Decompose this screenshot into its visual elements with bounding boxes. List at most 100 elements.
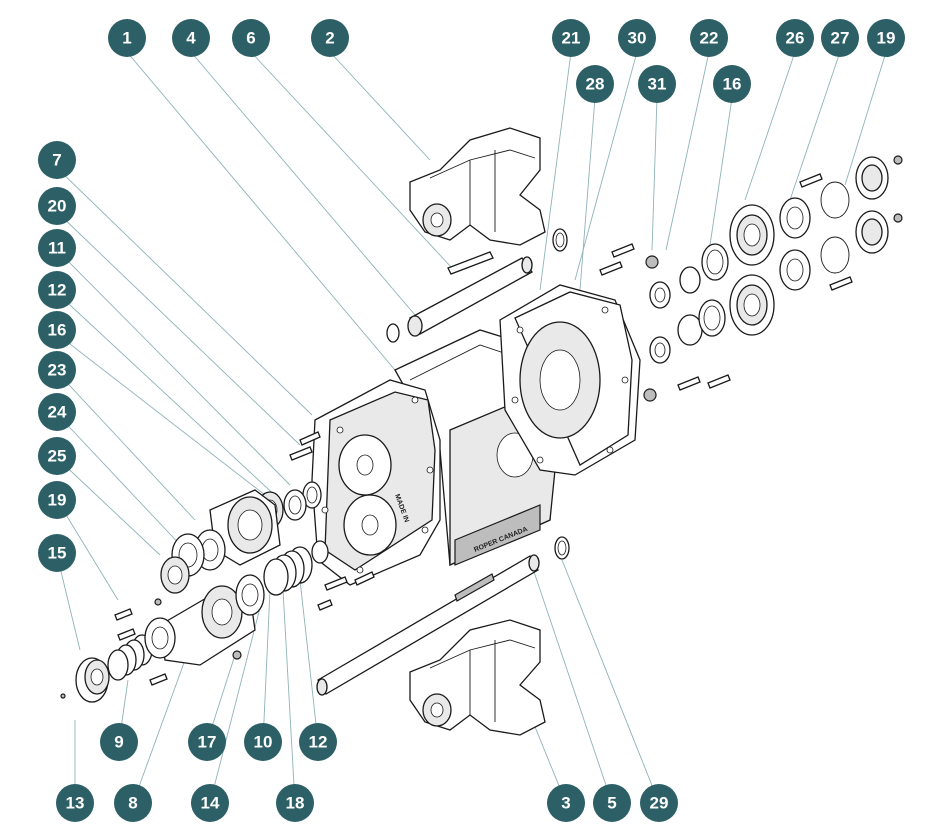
leader-21: [539, 51, 572, 291]
callout-1-label: 1: [122, 29, 131, 48]
callout-25: 25: [38, 437, 76, 475]
callout-21: 21: [552, 19, 590, 57]
callout-19-top-label: 19: [877, 29, 896, 48]
callout-12-bottom-label: 12: [309, 733, 328, 752]
callout-6-label: 6: [246, 29, 255, 48]
callout-24: 24: [38, 393, 76, 431]
lower-bolts: [114, 598, 168, 686]
callout-3: 3: [547, 784, 585, 822]
callout-10-label: 10: [254, 733, 273, 752]
callout-30-label: 30: [628, 29, 647, 48]
callout-16-top-label: 16: [723, 75, 742, 94]
callout-19-top: 19: [867, 19, 905, 57]
leader-4: [190, 51, 416, 316]
callout-7: 7: [38, 141, 76, 179]
leader-30: [574, 51, 638, 281]
leader-lines: [56, 51, 887, 804]
callout-15-label: 15: [48, 544, 67, 563]
callout-28-label: 28: [586, 75, 605, 94]
end-cap: [60, 657, 110, 703]
callout-8: 8: [114, 784, 152, 822]
callout-23: 23: [38, 351, 76, 389]
leader-26: [744, 51, 796, 201]
drive-shaft-part-5: [316, 536, 570, 696]
leader-10: [262, 589, 271, 743]
callout-10: 10: [244, 723, 282, 761]
callout-9-label: 9: [114, 733, 123, 752]
leader-19a: [844, 51, 887, 186]
callout-26: 26: [776, 19, 814, 57]
callout-21-label: 21: [562, 29, 581, 48]
callout-19-left: 19: [38, 481, 76, 519]
callout-13: 13: [56, 784, 94, 822]
callout-30: 30: [618, 19, 656, 57]
leader-31: [651, 97, 658, 251]
leader-19b: [56, 499, 119, 601]
callout-23-label: 23: [48, 361, 67, 380]
callout-31: 31: [638, 65, 676, 103]
callout-31-label: 31: [648, 75, 667, 94]
rotor-gear-part-3: [409, 619, 546, 736]
callout-29-label: 29: [650, 794, 669, 813]
right-bearing-caps: [729, 156, 889, 336]
leader-27: [789, 51, 841, 201]
leader-25: [56, 457, 161, 556]
callout-18-label: 18: [286, 794, 305, 813]
right-bolts: [599, 155, 903, 391]
callout-20-label: 20: [48, 197, 67, 216]
callout-27-label: 27: [831, 29, 850, 48]
leader-18: [282, 589, 296, 804]
callout-19-left-label: 19: [48, 491, 67, 510]
callout-11-label: 11: [48, 239, 66, 258]
callout-8-label: 8: [128, 794, 137, 813]
leader-12b: [299, 579, 319, 743]
leader-2: [329, 51, 431, 161]
callout-16-left-label: 16: [48, 321, 67, 340]
callout-bubbles: 1 4 6 2 21 30 22 26 27 19 28 31 16 7 20 …: [38, 19, 905, 822]
callout-18: 18: [276, 784, 314, 822]
callout-2-label: 2: [325, 29, 334, 48]
callout-17-label: 17: [198, 733, 217, 752]
rear-head-plates: [499, 284, 641, 476]
callout-25-label: 25: [48, 447, 67, 466]
callout-16-left: 16: [38, 311, 76, 349]
callout-22-label: 22: [700, 29, 719, 48]
idler-gear-part-2: [409, 127, 546, 246]
leader-23: [56, 371, 196, 521]
callout-15: 15: [38, 534, 76, 572]
springs: [107, 540, 329, 681]
leader-6: [250, 51, 453, 269]
callout-12-left-label: 12: [48, 281, 67, 300]
leader-12a: [56, 292, 281, 501]
callout-5-label: 5: [607, 794, 616, 813]
leader-14: [209, 599, 263, 804]
callout-14: 14: [191, 784, 229, 822]
leader-11: [56, 249, 291, 486]
callout-14-label: 14: [201, 794, 220, 813]
callout-12-left: 12: [38, 271, 76, 309]
callout-24-label: 24: [48, 403, 67, 422]
callout-5: 5: [593, 784, 631, 822]
callout-27: 27: [821, 19, 859, 57]
callout-29: 29: [640, 784, 678, 822]
callout-6: 6: [232, 19, 270, 57]
callout-7-label: 7: [52, 151, 61, 170]
callout-11: 11: [38, 229, 76, 267]
callout-12-bottom: 12: [299, 723, 337, 761]
key-part-6: [447, 251, 494, 275]
callout-22: 22: [690, 19, 728, 57]
leader-22: [665, 51, 710, 251]
retaining-ring-top: [552, 228, 568, 252]
callout-4: 4: [172, 19, 210, 57]
callout-28: 28: [576, 65, 614, 103]
callout-16-top: 16: [713, 65, 751, 103]
callout-13-label: 13: [66, 794, 85, 813]
callout-3-label: 3: [561, 794, 570, 813]
callout-2: 2: [311, 19, 349, 57]
leader-8: [132, 659, 186, 804]
leader-20: [56, 211, 301, 446]
leader-28: [579, 97, 596, 291]
leader-16b: [56, 333, 266, 496]
callout-20: 20: [38, 187, 76, 225]
